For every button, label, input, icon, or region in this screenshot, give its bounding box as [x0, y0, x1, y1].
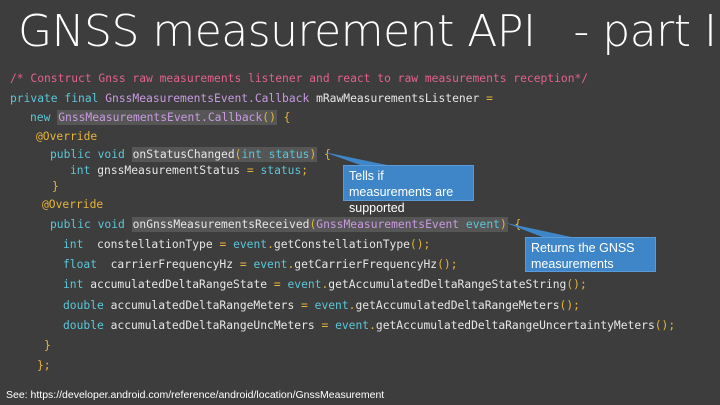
code-token: . [267, 238, 274, 251]
code-token: . [321, 278, 329, 291]
code-token: constellationType [97, 238, 220, 251]
code-highlight: GnssMeasurementsEvent.Callback() [57, 110, 277, 125]
footer-reference: See: https://developer.android.com/refer… [6, 389, 385, 401]
code-token: getAccumulatedDeltaRangeMeters [355, 299, 560, 312]
code-token: int status [241, 148, 310, 161]
code-token: int [70, 164, 98, 177]
title-sub: - part II [573, 6, 720, 57]
code-token: event [335, 319, 370, 332]
code-token: = [486, 92, 493, 105]
code-token: public void [50, 218, 132, 231]
code-token: mRawMeasurementsListener [316, 92, 487, 105]
code-highlight: onStatusChanged(int status) [131, 147, 318, 162]
code-token: ) [309, 148, 317, 161]
code-line: public void onStatusChanged(int status) … [50, 147, 331, 163]
code-token: onGnssMeasurementsReceived [132, 218, 310, 231]
code-token: getConstellationType [273, 238, 410, 251]
code-token: @Override [42, 198, 104, 211]
callout-status: Tells if measurements are supported [343, 165, 474, 215]
code-line: } [52, 179, 59, 195]
code-token: = [301, 299, 315, 312]
code-token: private final [10, 92, 106, 105]
slide-title: GNSS measurement API - part II [18, 6, 720, 57]
code-token: double [63, 299, 111, 312]
code-token: (); [559, 299, 580, 312]
code-token: { [317, 148, 331, 161]
code-token: double [63, 319, 111, 332]
code-line: double accumulatedDeltaRangeMeters = eve… [63, 298, 580, 314]
code-line: new GnssMeasurementsEvent.Callback() { [30, 110, 290, 126]
code-token: = [273, 278, 288, 291]
code-token: gnssMeasurementStatus [97, 164, 247, 177]
code-token: event [287, 278, 322, 291]
code-token: event [465, 218, 500, 231]
code-token: . [369, 319, 376, 332]
code-line: }; [37, 358, 51, 374]
code-token: }; [37, 359, 51, 372]
code-token: GnssMeasurementsEvent.Callback [105, 92, 317, 105]
code-token: accumulatedDeltaRangeState [90, 278, 274, 291]
code-line: @Override [36, 129, 97, 145]
code-token: ( [309, 218, 317, 231]
code-token: (); [566, 278, 587, 291]
callout-pointer-status [324, 152, 392, 166]
code-token: public void [50, 148, 132, 161]
code-token: = [246, 164, 261, 177]
code-token: int [63, 278, 91, 291]
code-token: event [314, 299, 349, 312]
code-line: private final GnssMeasurementsEvent.Call… [10, 91, 493, 107]
code-token: } [52, 180, 59, 193]
code-token: int [63, 238, 98, 251]
code-token: getCarrierFrequencyHz [294, 258, 438, 271]
code-line: } [44, 338, 51, 354]
code-line: int constellationType = event.getConstel… [63, 237, 430, 253]
title-main: GNSS measurement API [18, 6, 536, 57]
code-token: getAccumulatedDeltaRangeUncertaintyMeter… [375, 319, 655, 332]
code-token: { [276, 111, 291, 124]
code-token: event [253, 258, 288, 271]
code-line: int accumulatedDeltaRangeState = event.g… [63, 277, 587, 293]
code-line: public void onGnssMeasurementsReceived(G… [50, 217, 521, 233]
code-token: (); [437, 258, 458, 271]
code-token: } [44, 339, 51, 352]
code-token: ) [499, 218, 507, 231]
code-token: (); [654, 319, 676, 332]
code-token: { [507, 218, 522, 231]
code-token: accumulatedDeltaRangeMeters [110, 299, 302, 312]
code-token: ; [301, 164, 309, 177]
code-token: . [287, 258, 295, 271]
code-line: @Override [42, 197, 103, 213]
code-line: /* Construct Gnss raw measurements liste… [10, 71, 588, 87]
code-token: @Override [36, 130, 98, 143]
code-token: ( [234, 148, 242, 161]
code-token: . [348, 299, 356, 312]
code-token: = [239, 258, 254, 271]
code-token: () [262, 111, 276, 124]
code-line: float carrierFrequencyHz = event.getCarr… [63, 257, 458, 273]
code-token: float [63, 258, 111, 271]
code-token: event [233, 238, 268, 251]
code-token: new [30, 111, 58, 124]
code-token: onStatusChanged [132, 148, 235, 161]
callout-received: Returns the GNSS measurements [525, 237, 656, 272]
code-line: int gnssMeasurementStatus = status; [70, 163, 308, 179]
code-token: = [321, 319, 336, 332]
code-token: getAccumulatedDeltaRangeStateString [328, 278, 567, 291]
code-token: GnssMeasurementsEvent.Callback [58, 111, 263, 124]
code-token: = [219, 238, 234, 251]
code-line: double accumulatedDeltaRangeUncMeters = … [63, 318, 675, 334]
code-highlight: onGnssMeasurementsReceived(GnssMeasureme… [131, 217, 508, 232]
code-token: carrierFrequencyHz [110, 258, 240, 271]
code-token: /* Construct Gnss raw measurements liste… [10, 72, 589, 85]
code-token: (); [409, 238, 431, 251]
code-token: status [260, 164, 302, 177]
code-token: GnssMeasurementsEvent [316, 218, 466, 231]
code-token: accumulatedDeltaRangeUncMeters [110, 319, 322, 332]
